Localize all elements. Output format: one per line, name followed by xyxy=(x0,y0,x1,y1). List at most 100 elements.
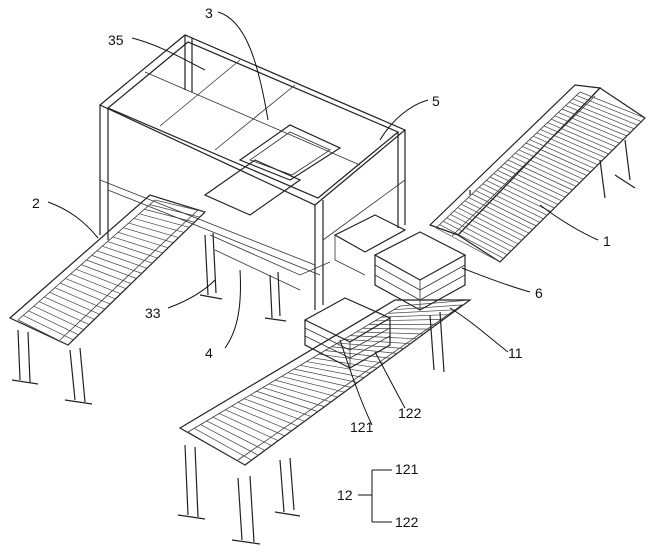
roller xyxy=(533,135,599,166)
roller xyxy=(468,197,533,230)
roller xyxy=(306,361,371,374)
front-conveyor xyxy=(177,299,472,545)
roller xyxy=(86,259,137,279)
roller xyxy=(262,387,325,408)
roller xyxy=(522,146,588,176)
roller xyxy=(482,183,548,216)
roller xyxy=(362,327,431,330)
callout-122: 122 xyxy=(398,405,422,421)
left-conveyor xyxy=(8,194,207,405)
roller xyxy=(28,310,79,336)
roller xyxy=(325,350,391,359)
roller xyxy=(547,122,613,151)
roller xyxy=(318,353,385,364)
roller xyxy=(500,166,566,198)
roller xyxy=(536,132,602,162)
roller xyxy=(219,413,279,442)
roller xyxy=(489,176,555,209)
roller xyxy=(529,139,595,169)
bracket-legend: 12 121 122 xyxy=(337,461,419,530)
roller xyxy=(343,339,411,345)
roller xyxy=(569,101,635,130)
roller xyxy=(17,319,69,346)
roller xyxy=(123,227,174,244)
roller xyxy=(518,149,584,180)
right-conveyor xyxy=(428,84,646,263)
callout-1: 1 xyxy=(603,233,611,249)
callout-4: 4 xyxy=(205,345,213,361)
callout-11: 11 xyxy=(508,345,523,361)
roller xyxy=(118,231,169,249)
roller xyxy=(268,383,332,403)
roller xyxy=(471,193,537,227)
callout-35: 35 xyxy=(108,32,124,48)
roller xyxy=(300,364,365,378)
legend-bottom-label: 122 xyxy=(395,514,419,530)
roller xyxy=(387,309,457,314)
leader-lines xyxy=(47,11,599,426)
roller xyxy=(350,335,418,340)
roller xyxy=(91,255,142,274)
roller xyxy=(275,379,338,398)
roller xyxy=(497,169,562,202)
roller xyxy=(38,301,90,325)
roller xyxy=(493,173,559,205)
roller xyxy=(49,291,100,315)
gantry-frame xyxy=(98,34,407,322)
roller xyxy=(461,203,526,238)
roller xyxy=(187,431,246,466)
roller xyxy=(96,250,148,269)
roller xyxy=(144,208,195,223)
roller xyxy=(479,186,544,220)
roller xyxy=(525,142,591,173)
roller xyxy=(60,282,111,305)
roller xyxy=(551,118,617,148)
roller xyxy=(572,98,638,126)
roller xyxy=(450,214,515,248)
roller xyxy=(543,125,609,155)
roller xyxy=(287,372,351,388)
roller xyxy=(54,287,106,310)
roller xyxy=(558,112,624,140)
roller xyxy=(256,390,318,412)
roller xyxy=(381,314,451,318)
roller xyxy=(579,91,646,119)
callout-2: 2 xyxy=(32,195,40,211)
roller xyxy=(225,409,285,437)
roller xyxy=(139,213,190,228)
roller xyxy=(561,108,628,137)
callout-6: 6 xyxy=(535,285,543,301)
roller xyxy=(237,402,299,427)
roller xyxy=(504,163,570,194)
roller xyxy=(33,305,84,330)
crate-stack-right xyxy=(333,214,467,311)
roller xyxy=(281,376,345,393)
legend-group-label: 12 xyxy=(337,487,353,503)
roller xyxy=(515,152,580,184)
roller xyxy=(554,115,620,144)
roller xyxy=(194,427,252,461)
roller xyxy=(446,217,512,252)
roller xyxy=(486,180,551,212)
roller xyxy=(464,200,530,234)
callout-labels: 3 35 5 2 1 6 33 4 11 122 121 xyxy=(32,5,611,435)
roller xyxy=(507,159,573,191)
roller xyxy=(154,199,206,213)
roller xyxy=(112,236,163,254)
roller xyxy=(540,129,606,158)
legend-bracket xyxy=(358,469,392,523)
roller xyxy=(128,222,179,238)
roller xyxy=(439,224,504,259)
roller xyxy=(133,218,185,233)
roller xyxy=(81,264,132,284)
roller xyxy=(312,357,378,369)
roller xyxy=(206,420,266,451)
roller xyxy=(250,394,312,417)
legend-top-label: 121 xyxy=(395,461,419,477)
callout-33: 33 xyxy=(145,305,161,321)
roller xyxy=(443,220,508,256)
roller xyxy=(102,245,153,264)
roller xyxy=(75,268,127,290)
